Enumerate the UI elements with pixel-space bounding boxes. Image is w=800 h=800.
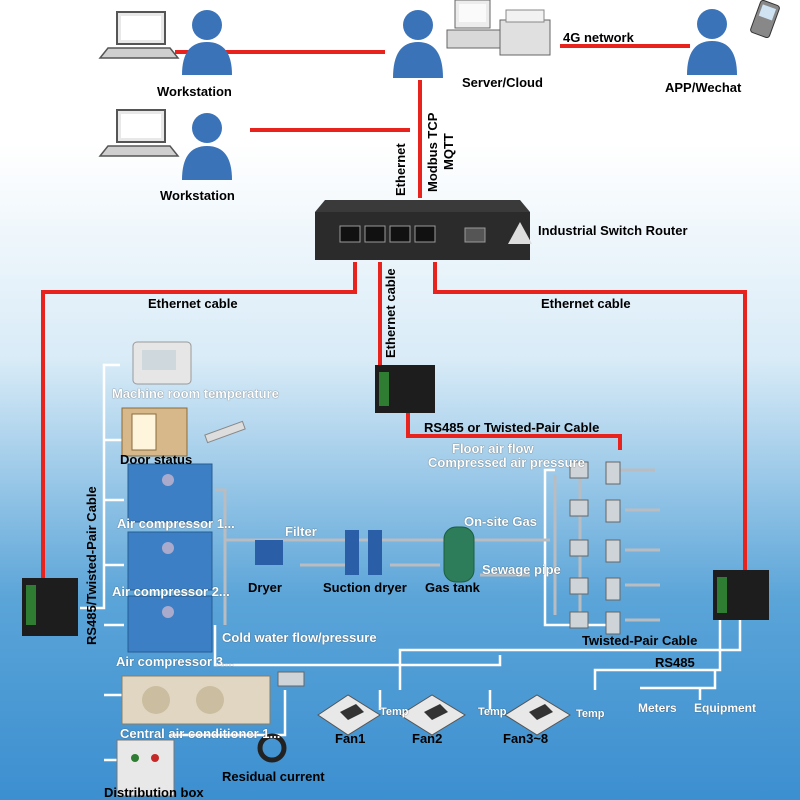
suction-dryer-icon (345, 530, 382, 575)
rs485-twisted-left-label: RS485/Twisted-Pair Cable (84, 486, 99, 645)
app-label: APP/Wechat (665, 80, 742, 95)
server-computer-icon (446, 0, 551, 56)
mobile-phone-icon (750, 0, 780, 39)
server-label: Server/Cloud (462, 75, 543, 90)
person-icon-app (687, 9, 737, 75)
ethernet-label: Ethernet (393, 143, 408, 196)
equipment-label: Equipment (694, 701, 756, 715)
air-compressor-icon-1 (127, 463, 213, 523)
compressed-air-pressure-label: Compressed air pressure (428, 455, 585, 470)
person-icon-server (393, 10, 443, 78)
distribution-box-label: Distribution box (104, 785, 204, 800)
door-status-label: Door status (120, 452, 193, 467)
temp-label-1: Temp (380, 706, 409, 718)
floor-air-flow-label: Floor air flow (452, 441, 534, 456)
rs485-twisted-center-label: RS485 or Twisted-Pair Cable (424, 420, 600, 435)
person-icon-workstation-2 (182, 113, 232, 180)
central-ac-icon (121, 675, 271, 725)
ethernet-cable-right-label: Ethernet cable (541, 296, 631, 311)
dryer-label: Dryer (248, 580, 282, 595)
fan2-label: Fan2 (412, 731, 443, 746)
workstation-label-1: Workstation (157, 84, 232, 99)
ethernet-cable-left-label: Ethernet cable (148, 296, 238, 311)
residual-current-label: Residual current (222, 769, 325, 784)
air-compressor-2-label: Air compressor 2... (112, 584, 230, 599)
laptop-icon-2 (98, 109, 180, 157)
dryer-icon (255, 540, 283, 565)
switch-router-label: Industrial Switch Router (538, 223, 688, 238)
gas-tank-label: Gas tank (425, 580, 480, 595)
thermostat-icon (132, 341, 192, 385)
suction-dryer-label: Suction dryer (323, 580, 407, 595)
filter-label: Filter (285, 524, 317, 539)
ethernet-cable-center-label: Ethernet cable (383, 268, 398, 358)
workstation-label-2: Workstation (160, 188, 235, 203)
temp-label-2: Temp (478, 706, 507, 718)
person-icon-workstation-1 (182, 10, 232, 75)
air-compressor-icon-2 (127, 531, 213, 591)
network-4g-label: 4G network (563, 30, 634, 45)
fan-icon-3 (504, 694, 571, 736)
door-icon (121, 407, 246, 457)
rs485-right-label: RS485 (655, 655, 695, 670)
distribution-box-icon (116, 739, 175, 797)
modbus-label: Modbus TCP (425, 112, 440, 192)
fan-icon-1 (317, 694, 381, 736)
sewage-pipe-label: Sewage pipe (482, 562, 561, 577)
twisted-pair-right-label: Twisted-Pair Cable (582, 633, 698, 648)
fan3-8-label: Fan3~8 (503, 731, 549, 746)
temp-label-3: Temp (576, 708, 605, 720)
red-cables (41, 44, 747, 580)
machine-room-temp-label: Machine room temperature (112, 386, 279, 401)
clamp-sensor-icon (257, 733, 287, 763)
flow-meter-icons (277, 461, 621, 687)
laptop-icon-1 (98, 11, 180, 59)
gas-tank-icon (443, 526, 475, 583)
meters-label: Meters (638, 701, 677, 715)
air-compressor-3-label: Air compressor 3... (116, 654, 234, 669)
air-compressor-icon-3 (127, 595, 213, 653)
central-ac-label: Central air conditioner 1... (120, 726, 281, 741)
switch-router-icon (315, 200, 532, 260)
gateway-box-left (22, 578, 78, 636)
air-compressor-1-label: Air compressor 1... (117, 516, 235, 531)
gateway-box-center (375, 365, 435, 413)
cold-water-label: Cold water flow/pressure (222, 630, 377, 645)
fan1-label: Fan1 (335, 731, 366, 746)
fan-icon-2 (399, 694, 466, 736)
onsite-gas-label: On-site Gas (464, 514, 537, 529)
mqtt-label: MQTT (441, 133, 456, 170)
gateway-box-right (713, 570, 769, 620)
